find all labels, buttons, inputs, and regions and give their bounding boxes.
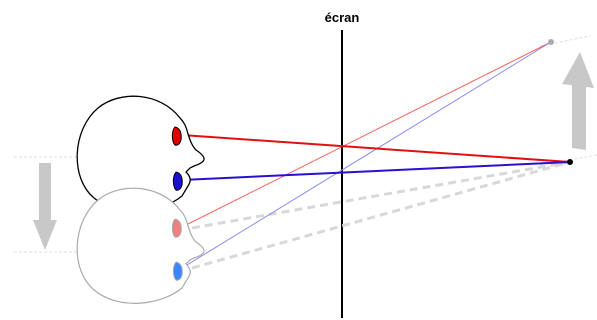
ray-left-eye	[181, 134, 571, 163]
arrow-up-icon	[562, 52, 594, 150]
dashed-ray-right-eye	[191, 160, 571, 270]
faded-rays	[181, 41, 552, 269]
arrow-up-head	[562, 52, 594, 88]
head-upper-outline	[76, 95, 205, 212]
arrow-up-shaft	[572, 84, 586, 150]
arrow-down-shaft	[39, 163, 51, 227]
dashed-ray-left-eye	[191, 160, 571, 230]
head-profile-icon	[76, 95, 205, 212]
right-eye-icon	[172, 171, 183, 191]
faded-dashed-rays	[191, 160, 571, 270]
head-profile-icon	[76, 187, 205, 304]
right-eye-faded-icon	[172, 261, 183, 281]
object-point	[567, 159, 573, 165]
left-eye-icon	[171, 126, 182, 146]
perceived-point	[548, 39, 554, 45]
screen-label: écran	[325, 10, 360, 25]
left-eye-faded-icon	[171, 218, 182, 238]
arrow-down-head	[33, 220, 57, 250]
guide-line-target-upper	[539, 35, 591, 47]
faded-ray-left	[181, 41, 552, 228]
arrow-down-icon	[33, 163, 57, 250]
points	[548, 39, 573, 165]
faded-ray-right	[181, 41, 552, 269]
ray-right-eye	[181, 161, 571, 181]
head-lower-outline	[76, 187, 205, 304]
screen: écran	[325, 10, 360, 318]
primary-rays	[181, 134, 571, 181]
